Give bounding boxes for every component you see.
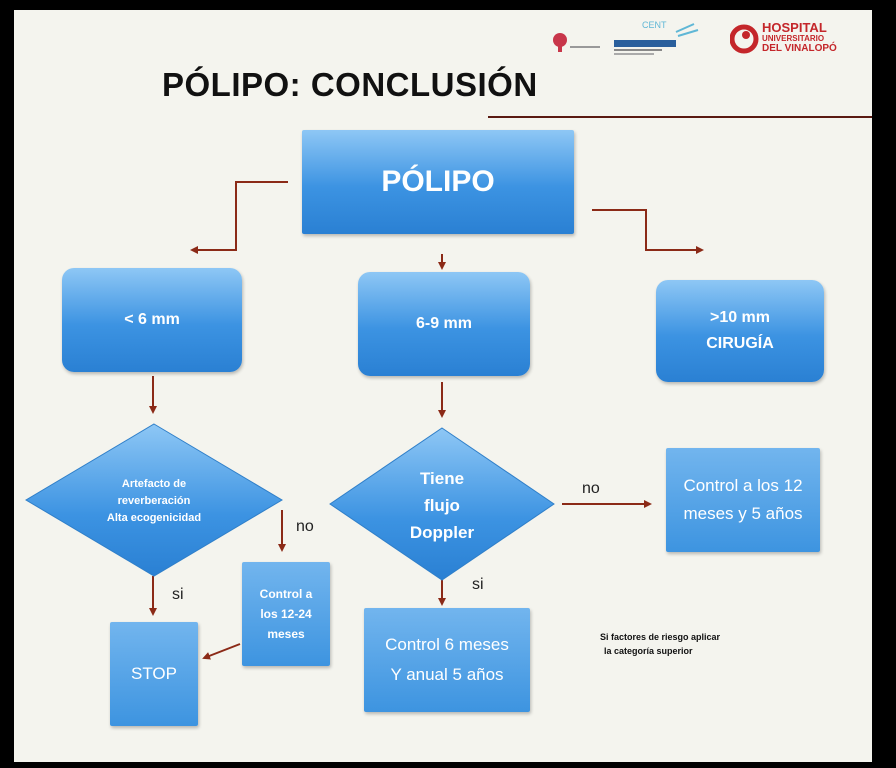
node-control-12-24: Control a los 12-24 meses (242, 562, 330, 666)
arrow-control-stop (202, 643, 241, 660)
diamond-doppler (329, 427, 555, 581)
flow-connectors (25, 181, 704, 660)
control-1224-line2: los 12-24 (260, 607, 312, 621)
edge-label-si-left: si (172, 586, 184, 603)
node-control-6: Control 6 meses Y anual 5 años (364, 608, 530, 712)
artefacto-line1: Artefacto de (121, 477, 187, 490)
hospital-line1: HOSPITAL (762, 20, 827, 35)
doppler-line3: Doppler (409, 522, 475, 542)
hospital-line3: DEL VINALOPÓ (762, 43, 837, 54)
risk-note-line2: la categoría superior (604, 646, 693, 656)
node-6-9-label: 6-9 mm (415, 315, 473, 332)
control-1224-line1: Control a (259, 587, 313, 601)
control-12-line2: meses y 5 años (683, 504, 803, 523)
doppler-line1: Tiene (419, 468, 465, 488)
node-stop-label: STOP (131, 664, 177, 683)
arrow-root-left (190, 181, 288, 254)
risk-note-line1: Si factores de riesgo aplicar (600, 632, 721, 642)
logo-consejeria (550, 26, 608, 59)
control-6-line1: Control 6 meses (385, 635, 509, 654)
svg-text:CENT: CENT (642, 20, 667, 30)
node-gt10-line2: CIRUGÍA (706, 335, 774, 352)
node-6-9: 6-9 mm (358, 272, 530, 376)
doppler-line2: flujo (424, 495, 460, 515)
edge-label-si-mid: si (472, 576, 484, 593)
risk-note: Si factores de riesgo aplicar la categor… (600, 630, 720, 658)
node-gt10-line1: >10 mm (709, 309, 771, 326)
control-6-line2: Y anual 5 años (390, 665, 504, 684)
artefacto-line2: reverberación (117, 494, 191, 507)
diamond-doppler-text: Tiene flujo Doppler (372, 460, 512, 550)
node-polipo: PÓLIPO (302, 130, 574, 234)
node-gt10: >10 mm CIRUGÍA (656, 280, 824, 382)
artefacto-line3: Alta ecogenicidad (106, 511, 202, 524)
node-control-12: Control a los 12 meses y 5 años (666, 448, 820, 552)
node-polipo-label: PÓLIPO (381, 165, 495, 198)
page-title: PÓLIPO: CONCLUSIÓN (162, 66, 538, 103)
diamond-artefacto-text: Artefacto de reverberación Alta ecogenic… (74, 466, 234, 536)
logo-generalitat: CENT (612, 14, 704, 65)
edge-label-no-right: no (582, 480, 600, 497)
edge-label-no-left: no (296, 518, 314, 535)
control-1224-line3: meses (267, 627, 305, 641)
control-12-line1: Control a los 12 (683, 476, 803, 495)
slide: CENT HOSPITAL UNIVERSITARIO DEL VINALOPÓ… (14, 10, 872, 762)
logo-hospital (729, 22, 760, 61)
hospital-name: HOSPITAL UNIVERSITARIO DEL VINALOPÓ (762, 20, 837, 55)
node-stop: STOP (110, 622, 198, 726)
diamond-artefacto (25, 423, 283, 577)
title-rule (488, 116, 872, 118)
hospital-line2: UNIVERSITARIO (762, 34, 825, 43)
node-lt6: < 6 mm (62, 268, 242, 372)
arrow-root-right (592, 209, 704, 254)
node-lt6-label: < 6 mm (124, 311, 180, 328)
